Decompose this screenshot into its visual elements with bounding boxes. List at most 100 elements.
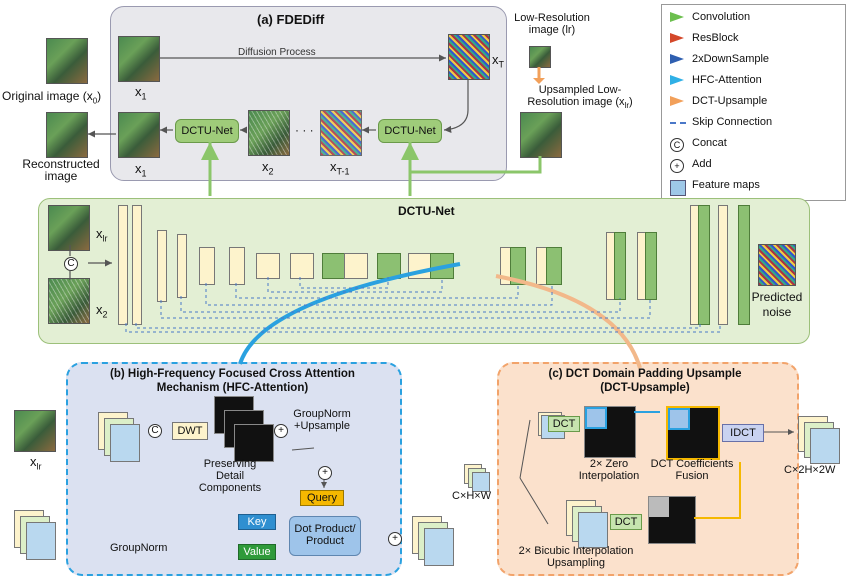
dot-product-box: Dot Product/Product — [289, 516, 361, 556]
x2-input-label: x2 — [96, 302, 108, 320]
legend-swatch-icon — [670, 12, 684, 22]
hfc-in-fm — [26, 522, 56, 560]
hfc-xlr-image — [14, 410, 56, 452]
upsampled-image — [520, 112, 562, 158]
dct-in-fm — [472, 472, 490, 492]
legend-item: Skip Connection — [692, 115, 772, 129]
bicubic-fm — [578, 512, 608, 548]
xT-noise-image — [448, 34, 490, 80]
legend-swatch-icon: + — [670, 159, 684, 173]
feature-map — [177, 234, 187, 298]
xT1-label: xT-1 — [330, 159, 350, 177]
dwt-map — [234, 424, 274, 462]
legend-swatch-icon — [670, 54, 684, 64]
feature-map — [546, 247, 562, 285]
xT-to-net-arrow — [443, 80, 469, 133]
feature-map — [344, 253, 368, 279]
legend-item-label: Skip Connection — [692, 116, 773, 128]
feature-map — [510, 247, 526, 285]
legend-item-label: Add — [692, 158, 712, 170]
legend-item-label: Concat — [692, 137, 727, 149]
legend-swatch-icon: C — [670, 138, 684, 152]
legend-swatch-icon — [670, 180, 686, 196]
feature-map — [698, 205, 710, 325]
x2-image — [248, 110, 290, 156]
hfc-add-icon: + — [274, 424, 288, 438]
legend-item: DCT-Upsample — [692, 94, 767, 108]
feature-map — [199, 247, 215, 285]
legend-item: Concat — [692, 136, 727, 150]
legend-item-label: HFC-Attention — [692, 74, 762, 86]
feature-map — [718, 205, 728, 325]
legend-item-label: Convolution — [692, 11, 751, 23]
reconstructed-image — [46, 112, 88, 158]
hfc-out-fm — [424, 528, 454, 566]
hfc-attention-title: (b) High-Frequency Focused Cross Attenti… — [110, 368, 355, 394]
xT1-image — [320, 110, 362, 156]
feature-map — [738, 205, 750, 325]
legend-swatch-icon — [670, 75, 684, 85]
feature-map — [229, 247, 245, 285]
query-box: Query — [300, 490, 344, 506]
dctu-net-box-2: DCTU-Net — [378, 119, 442, 143]
legend-item-label: Feature maps — [692, 179, 760, 191]
feature-map — [118, 205, 128, 325]
legend-swatch-icon — [670, 122, 686, 124]
dct-box-2: DCT — [610, 514, 642, 530]
original-image — [46, 38, 88, 84]
diffusion-process-label: Diffusion Process — [238, 47, 316, 58]
groupnorm-label: GroupNorm — [110, 542, 168, 554]
dct-upsample-title: (c) DCT Domain Padding Upsample(DCT-Upsa… — [548, 368, 742, 394]
hfc-concat-icon: C — [148, 424, 162, 438]
bicubic-dct-grid — [648, 496, 696, 544]
dctu-net-title: DCTU-Net — [398, 204, 455, 218]
legend-item: Feature maps — [692, 178, 760, 192]
x1-bottom-image — [118, 112, 160, 158]
legend-item: Convolution — [692, 10, 750, 24]
legend-swatch-icon — [670, 33, 684, 43]
ellipsis: · · · — [295, 123, 314, 137]
x1-bottom-label: x1 — [135, 161, 147, 179]
zero-interp-grid — [584, 406, 636, 458]
xlr-input-image — [48, 205, 90, 251]
original-label: Original image (x0) — [2, 89, 102, 106]
x1-top-image — [118, 36, 160, 82]
x2-input-image — [48, 278, 90, 324]
feature-map — [132, 205, 142, 325]
legend-item-label: 2xDownSample — [692, 53, 770, 65]
feature-map — [157, 230, 167, 302]
output-dim-label: C×2H×2W — [784, 464, 836, 476]
idct-box: IDCT — [722, 424, 764, 442]
hfc-add-icon: + — [318, 466, 332, 480]
fdediff-title: (a) FDEDiff — [257, 12, 325, 27]
xlr-input-label: xlr — [96, 226, 108, 244]
legend-item-label: DCT-Upsample — [692, 95, 768, 107]
dct-out-fm — [810, 428, 840, 464]
legend-panel — [661, 4, 846, 201]
legend-item: ResBlock — [692, 31, 738, 45]
predicted-noise-image — [758, 244, 796, 286]
key-box: Key — [238, 514, 276, 530]
dct-box-1: DCT — [548, 416, 580, 432]
hfc-out-add-icon: + — [388, 532, 402, 546]
legend-item: 2xDownSample — [692, 52, 769, 66]
dctu-net-box-1: DCTU-Net — [175, 119, 239, 143]
feature-map — [322, 253, 346, 279]
feature-map — [645, 232, 657, 300]
fusion-grid — [666, 406, 720, 460]
legend-item-label: ResBlock — [692, 32, 739, 44]
x2-label: x2 — [262, 159, 274, 177]
fdediff-panel — [110, 6, 507, 181]
legend-swatch-icon — [670, 96, 684, 106]
input-dim-label: C×H×W — [452, 490, 492, 502]
dwt-box: DWT — [172, 422, 208, 440]
concat-icon: C — [64, 257, 78, 271]
